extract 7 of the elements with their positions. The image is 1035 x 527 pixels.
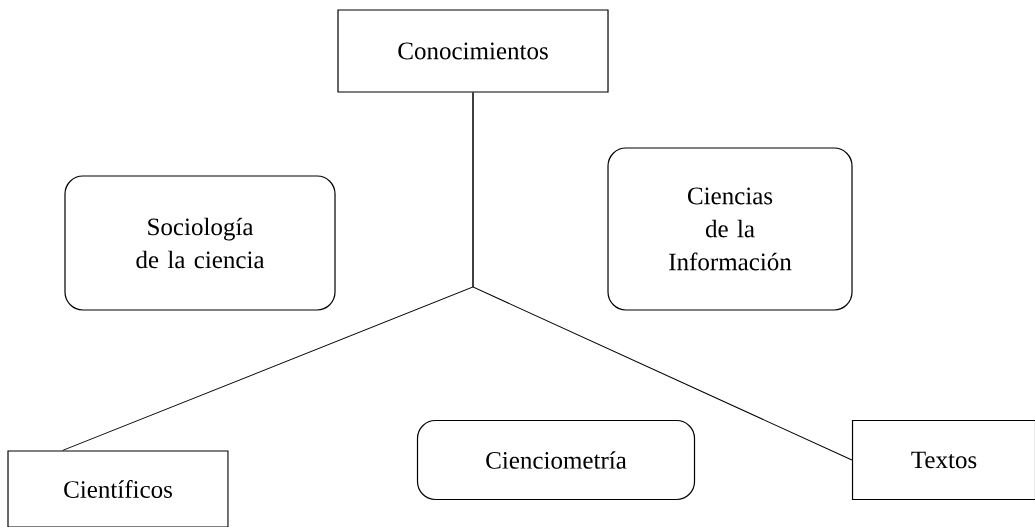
- concept-box: Científicos: [7, 450, 229, 527]
- rounded-box: Sociología de la ciencia: [64, 175, 336, 311]
- rounded-box: Cienciometría: [416, 419, 696, 501]
- connector-line: [472, 92, 853, 461]
- concept-box: Conocimientos: [337, 9, 609, 93]
- rounded-box: Ciencias de la Información: [607, 147, 853, 311]
- concept-box: Textos: [851, 419, 1035, 501]
